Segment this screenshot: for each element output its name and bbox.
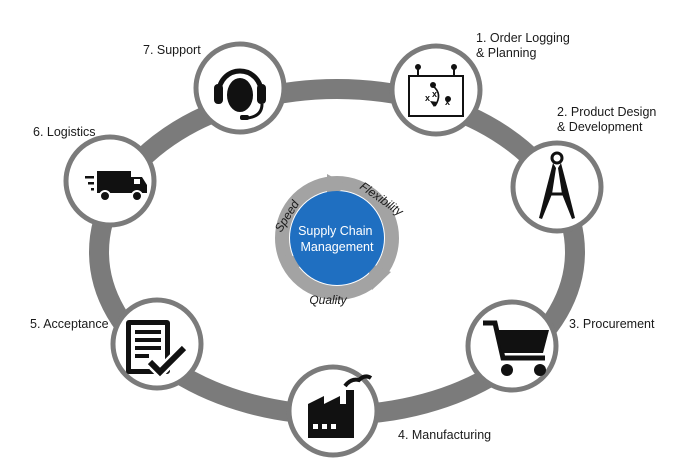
- strategy-board-icon: x x x: [408, 64, 464, 117]
- stage-label-1: 1. Order Logging & Planning: [476, 31, 570, 61]
- stage-label-7: 7. Support: [143, 43, 201, 58]
- stage-node-7: [193, 41, 287, 135]
- stage-2-line-1: 2. Product Design: [557, 105, 657, 119]
- attribute-quality: Quality: [309, 293, 347, 307]
- stage-node-4: [286, 364, 380, 458]
- svg-text:x: x: [432, 89, 437, 99]
- stage-2-line-2: & Development: [557, 120, 643, 134]
- center-hub: [290, 191, 384, 285]
- stage-label-2: 2. Product Design & Development: [557, 105, 656, 135]
- stage-1-line-2: & Planning: [476, 46, 537, 60]
- stage-node-2: [510, 140, 604, 234]
- stage-label-6: 6. Logistics: [33, 125, 96, 140]
- center-arrow-right: [367, 262, 391, 290]
- stage-4-line-1: 4. Manufacturing: [398, 428, 492, 442]
- headset-icon: [214, 68, 266, 120]
- stage-node-6: [63, 134, 157, 228]
- stage-label-4: 4. Manufacturing: [398, 428, 491, 443]
- stage-3-line-1: 3. Procurement: [569, 317, 655, 331]
- delivery-truck-icon: [85, 171, 147, 202]
- stage-node-5: [110, 297, 204, 391]
- stage-node-1: x x x: [389, 43, 483, 137]
- stage-6-line-1: 6. Logistics: [33, 125, 96, 139]
- drafting-compass-icon: [539, 151, 575, 219]
- stage-label-3: 3. Procurement: [569, 317, 654, 332]
- shopping-cart-icon: [483, 320, 549, 376]
- stage-7-line-1: 7. Support: [143, 43, 201, 57]
- stage-node-3: [465, 299, 559, 393]
- stage-label-5: 5. Acceptance: [30, 317, 109, 332]
- svg-text:x: x: [445, 97, 450, 107]
- stage-1-line-1: 1. Order Logging: [476, 31, 570, 45]
- center-title: Supply Chain Management: [298, 224, 376, 254]
- stage-5-line-1: 5. Acceptance: [30, 317, 109, 331]
- svg-text:x: x: [425, 93, 430, 103]
- factory-icon: [308, 374, 373, 438]
- checklist-icon: [126, 320, 188, 380]
